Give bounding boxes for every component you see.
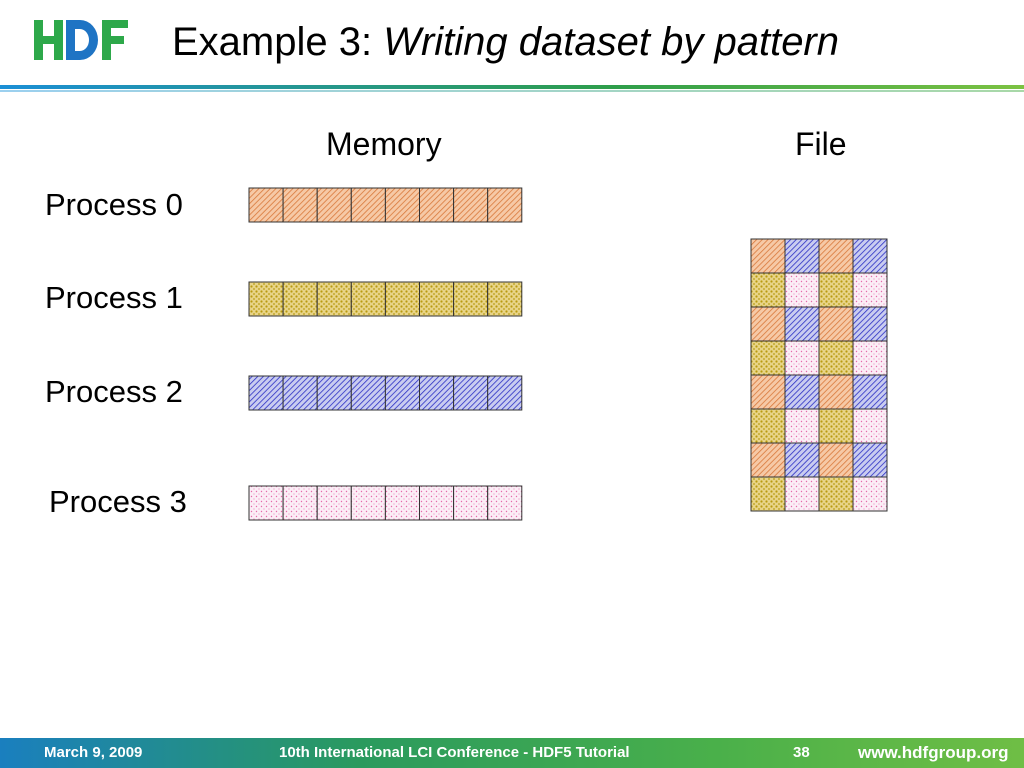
- file-cell: [852, 476, 888, 512]
- memory-cell: [282, 281, 318, 317]
- file-cell: [852, 374, 888, 410]
- memory-cell: [384, 281, 420, 317]
- file-cell: [784, 238, 820, 274]
- file-cell: [750, 306, 786, 342]
- title-italic: Writing dataset by pattern: [383, 20, 839, 64]
- memory-cell: [316, 485, 352, 521]
- file-cell: [750, 408, 786, 444]
- file-cell: [750, 238, 786, 274]
- memory-cell: [350, 187, 386, 223]
- memory-cell: [384, 485, 420, 521]
- file-cell: [852, 340, 888, 376]
- memory-cell: [487, 485, 523, 521]
- memory-cell: [453, 187, 489, 223]
- file-cell: [818, 306, 854, 342]
- memory-cell: [419, 281, 455, 317]
- memory-cell: [282, 187, 318, 223]
- memory-row-process-0: [248, 187, 523, 223]
- title-prefix: Example 3:: [172, 20, 384, 64]
- file-cell: [784, 340, 820, 376]
- memory-cell: [487, 187, 523, 223]
- file-cell: [784, 272, 820, 308]
- file-label: File: [795, 126, 847, 162]
- file-cell: [818, 272, 854, 308]
- process-0-label: Process 0: [45, 187, 183, 222]
- file-cell: [818, 476, 854, 512]
- file-cell: [750, 374, 786, 410]
- memory-cell: [316, 281, 352, 317]
- memory-cell: [453, 375, 489, 411]
- memory-cell: [316, 187, 352, 223]
- file-cell: [852, 306, 888, 342]
- memory-cell: [419, 375, 455, 411]
- memory-cell: [248, 187, 284, 223]
- file-cell: [818, 374, 854, 410]
- file-cell: [750, 476, 786, 512]
- file-cell: [750, 442, 786, 478]
- file-cell: [852, 408, 888, 444]
- memory-row-process-3: [248, 485, 523, 521]
- file-cell: [784, 442, 820, 478]
- memory-file-diagram: [248, 187, 888, 521]
- memory-cell: [350, 375, 386, 411]
- file-cell: [818, 442, 854, 478]
- file-cell: [818, 408, 854, 444]
- memory-cell: [453, 485, 489, 521]
- file-grid: [750, 238, 888, 512]
- process-1-label: Process 1: [45, 280, 183, 315]
- memory-cell: [282, 485, 318, 521]
- file-cell: [784, 374, 820, 410]
- memory-cell: [453, 281, 489, 317]
- memory-cell: [350, 281, 386, 317]
- title-divider: [0, 85, 1024, 89]
- hdf-logo: [30, 12, 130, 72]
- memory-cell: [350, 485, 386, 521]
- footer-page-number: 38: [793, 744, 810, 761]
- footer-conference: 10th International LCI Conference - HDF5…: [279, 744, 630, 761]
- file-cell: [784, 306, 820, 342]
- footer-url: www.hdfgroup.org: [858, 743, 1009, 762]
- memory-cell: [419, 485, 455, 521]
- footer-bar: March 9, 2009 10th International LCI Con…: [0, 738, 1024, 768]
- file-cell: [818, 340, 854, 376]
- file-cell: [750, 340, 786, 376]
- memory-blocks: [248, 187, 523, 521]
- memory-label: Memory: [326, 126, 442, 162]
- file-cell: [784, 408, 820, 444]
- memory-cell: [316, 375, 352, 411]
- process-2-label: Process 2: [45, 374, 183, 409]
- memory-row-process-1: [248, 281, 523, 317]
- file-cell: [784, 476, 820, 512]
- slide-title: Example 3: Writing dataset by pattern: [172, 14, 839, 70]
- memory-cell: [248, 485, 284, 521]
- memory-cell: [487, 375, 523, 411]
- file-cell: [852, 238, 888, 274]
- memory-cell: [248, 375, 284, 411]
- file-cell: [750, 272, 786, 308]
- memory-cell: [419, 187, 455, 223]
- memory-cell: [384, 375, 420, 411]
- memory-row-process-2: [248, 375, 523, 411]
- title-divider-thin: [0, 90, 1024, 92]
- file-cell: [852, 442, 888, 478]
- process-3-label: Process 3: [49, 484, 187, 519]
- memory-cell: [487, 281, 523, 317]
- footer-date: March 9, 2009: [44, 744, 143, 761]
- memory-cell: [248, 281, 284, 317]
- memory-cell: [282, 375, 318, 411]
- file-cell: [818, 238, 854, 274]
- file-cell: [852, 272, 888, 308]
- memory-cell: [384, 187, 420, 223]
